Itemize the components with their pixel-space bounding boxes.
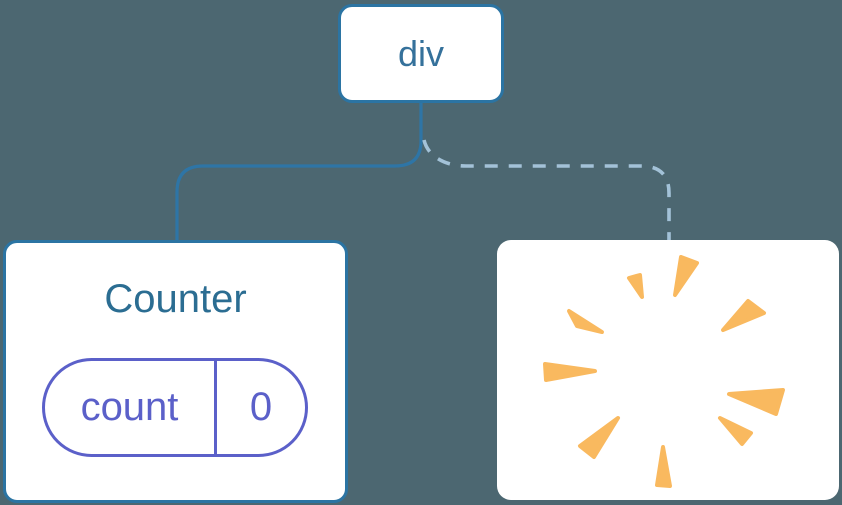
burst-ray (627, 273, 644, 299)
burst-ray (721, 299, 766, 332)
tree-node-div: div (338, 4, 504, 103)
dashed-edge-to-removed (422, 139, 671, 242)
burst-ray (578, 416, 620, 459)
state-value: 0 (249, 385, 273, 429)
burst-ray (673, 255, 699, 297)
state-name: count (45, 361, 217, 454)
solid-edge-to-counter (175, 98, 423, 244)
burst-ray (655, 445, 672, 488)
burst-ray (543, 362, 597, 382)
burst-ray (718, 416, 753, 446)
node-label: div (397, 32, 445, 74)
tree-node-counter: Counter count 0 (3, 240, 348, 503)
state-pill: count 0 (42, 358, 308, 457)
component-name: Counter (104, 277, 247, 321)
tree-node-removed (497, 240, 839, 500)
poof-starburst-icon (543, 255, 785, 488)
burst-ray (567, 309, 604, 334)
burst-ray (727, 388, 785, 416)
